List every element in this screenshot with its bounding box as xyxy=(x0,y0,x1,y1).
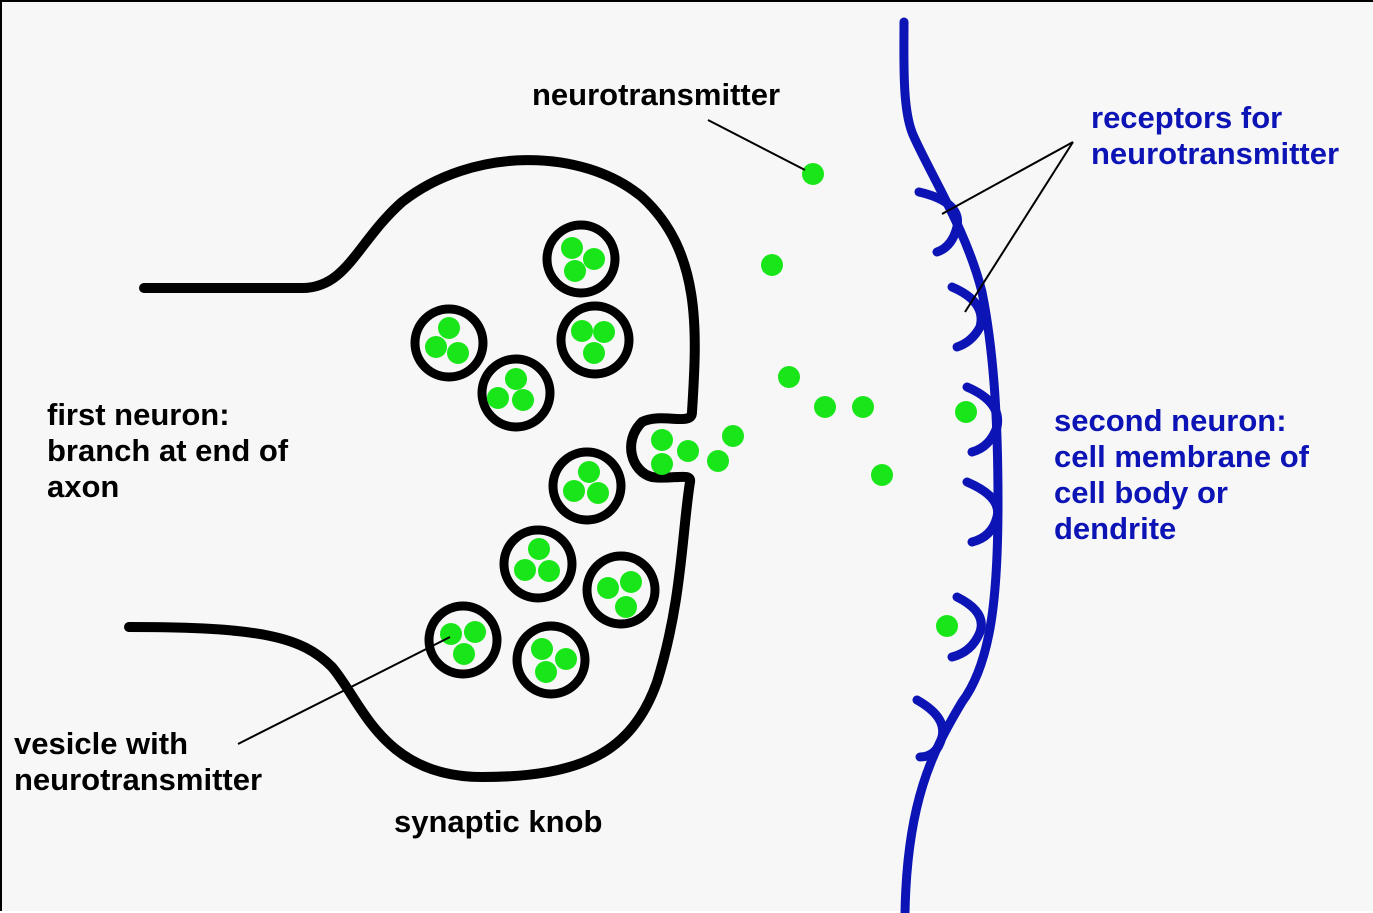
vesicle xyxy=(482,359,550,427)
receptors-label-line: neurotransmitter xyxy=(1091,136,1339,172)
receptors-label: receptors for neurotransmitter xyxy=(1091,100,1339,172)
second-neuron-label: second neuron: cell membrane of cell bod… xyxy=(1054,403,1309,547)
receptor xyxy=(917,700,943,757)
neurotransmitter-molecule xyxy=(852,396,874,418)
receptor-leader-line xyxy=(942,142,1073,214)
receptor-leader-line xyxy=(965,142,1073,312)
neurotransmitter-molecule xyxy=(761,254,783,276)
first-neuron-label-line: branch at end of xyxy=(47,433,288,469)
second-neuron-label-line: second neuron: xyxy=(1054,403,1309,439)
vesicle-label-line: vesicle with xyxy=(14,726,262,762)
vesicle xyxy=(547,225,615,293)
second-neuron-label-line: cell body or xyxy=(1054,475,1309,511)
neurotransmitter-molecule xyxy=(936,615,958,637)
vesicle-label-line: neurotransmitter xyxy=(14,762,262,798)
vesicle xyxy=(517,626,585,694)
vesicle xyxy=(504,530,572,598)
neurotransmitter-molecule xyxy=(722,425,744,447)
receptors xyxy=(917,192,998,757)
neurotransmitter-molecule xyxy=(677,440,699,462)
neurotransmitter-molecule xyxy=(871,464,893,486)
vesicles xyxy=(415,225,655,694)
neurotransmitter-molecule xyxy=(707,450,729,472)
first-neuron-label-line: axon xyxy=(47,469,288,505)
vesicle-label: vesicle with neurotransmitter xyxy=(14,726,262,798)
neurotransmitter-molecule xyxy=(955,401,977,423)
second-neuron-label-line: dendrite xyxy=(1054,511,1309,547)
synaptic-knob-label: synaptic knob xyxy=(394,804,602,840)
vesicle-leader-line xyxy=(238,637,450,744)
receptors-label-line: receptors for xyxy=(1091,100,1339,136)
vesicle xyxy=(561,306,629,374)
neurotransmitter-label: neurotransmitter xyxy=(532,77,780,113)
neurotransmitter-molecule xyxy=(651,429,673,451)
vesicle xyxy=(429,606,497,674)
neurotransmitter-molecules xyxy=(651,163,977,637)
second-neuron-membrane xyxy=(904,22,998,913)
neurotransmitter-leader-line xyxy=(708,120,805,170)
receptor xyxy=(967,482,998,542)
vesicle xyxy=(553,452,621,520)
neurotransmitter-molecule xyxy=(778,366,800,388)
vesicle xyxy=(415,309,483,377)
neurotransmitter-molecule xyxy=(814,396,836,418)
receptor xyxy=(952,287,981,347)
first-neuron-label-line: first neuron: xyxy=(47,397,288,433)
vesicle xyxy=(587,556,655,624)
neurotransmitter-molecule xyxy=(802,163,824,185)
first-neuron-label: first neuron: branch at end of axon xyxy=(47,397,288,505)
second-neuron-label-line: cell membrane of xyxy=(1054,439,1309,475)
neurotransmitter-molecule xyxy=(651,453,673,475)
